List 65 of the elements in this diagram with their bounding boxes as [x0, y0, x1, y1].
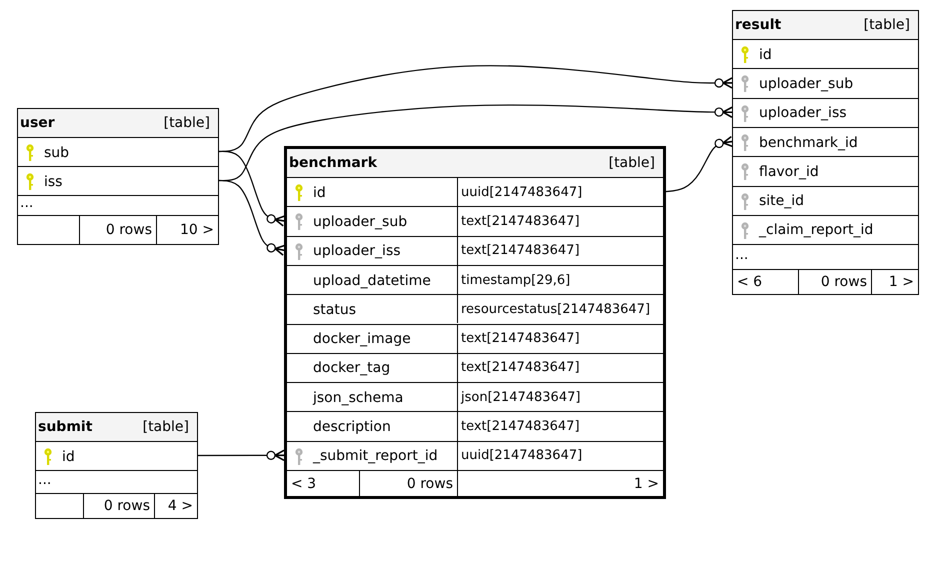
- table-name: user: [20, 114, 55, 132]
- table-type-label: [table]: [608, 154, 655, 172]
- row-count: 0 rows: [83, 494, 154, 518]
- relationship-line: [218, 180, 286, 256]
- column-type: resourcestatus[2147483647]: [457, 295, 663, 324]
- column-row: [287, 411, 663, 441]
- column-name: json_schema: [313, 388, 404, 407]
- column-name: uploader_sub: [759, 74, 854, 93]
- table-name: result: [735, 16, 782, 34]
- relationship-line: [218, 150, 286, 227]
- column-name: flavor_id: [759, 162, 819, 181]
- column-name: id: [759, 46, 772, 64]
- table-box: [17, 108, 219, 245]
- table-box: [732, 10, 919, 296]
- column-name: _claim_report_id: [759, 221, 874, 240]
- column-name: sub: [44, 144, 70, 162]
- child-count: 1 >: [457, 471, 663, 496]
- relationship-line: [664, 136, 734, 192]
- column-name: uploader_iss: [313, 242, 401, 260]
- table-footer: [18, 215, 218, 244]
- table-name: submit: [38, 418, 92, 436]
- column-name: status: [313, 300, 356, 319]
- column-name: id: [62, 448, 75, 466]
- table-footer: [36, 493, 197, 518]
- column-name: _submit_report_id: [313, 447, 438, 466]
- relationship-line: [197, 450, 285, 462]
- parent-count: < 3: [290, 474, 318, 494]
- more-rows-indicator: ...: [38, 470, 52, 488]
- column-name: upload_datetime: [313, 272, 431, 290]
- more-rows-indicator: ...: [20, 194, 34, 212]
- column-row: [287, 236, 663, 265]
- row-count: 0 rows: [79, 216, 156, 244]
- column-name: docker_tag: [313, 359, 390, 378]
- table-type-label: [table]: [864, 16, 910, 34]
- table-name: benchmark: [289, 154, 377, 172]
- table-type-label: [table]: [142, 418, 189, 436]
- column-row: [287, 440, 663, 470]
- child-count: 1 >: [871, 270, 918, 294]
- column-row: [287, 324, 663, 353]
- child-count: 4 >: [154, 494, 197, 518]
- column-name: docker_image: [313, 330, 411, 348]
- more-rows-indicator: ...: [735, 246, 748, 264]
- child-count: 10 >: [156, 216, 218, 244]
- table-box: [284, 146, 666, 499]
- column-row: [287, 264, 663, 294]
- column-name: id: [313, 184, 326, 202]
- table-footer: [287, 470, 663, 496]
- table-type-label: [table]: [164, 114, 210, 132]
- column-row: [733, 39, 918, 68]
- column-row: [287, 206, 663, 236]
- parent-count: < 6: [736, 273, 764, 292]
- column-row: [287, 352, 663, 382]
- row-count: 0 rows: [359, 471, 457, 496]
- column-row: [287, 294, 663, 324]
- column-name: iss: [44, 172, 62, 190]
- row-count: 0 rows: [798, 270, 871, 294]
- table-box: [35, 412, 198, 519]
- column-name: benchmark_id: [759, 134, 858, 152]
- column-name: uploader_iss: [759, 104, 847, 122]
- column-name: uploader_sub: [313, 212, 408, 231]
- table-footer: [733, 269, 918, 294]
- column-name: description: [313, 418, 391, 436]
- column-name: site_id: [759, 192, 804, 210]
- column-row: [287, 177, 663, 206]
- column-row: [287, 382, 663, 412]
